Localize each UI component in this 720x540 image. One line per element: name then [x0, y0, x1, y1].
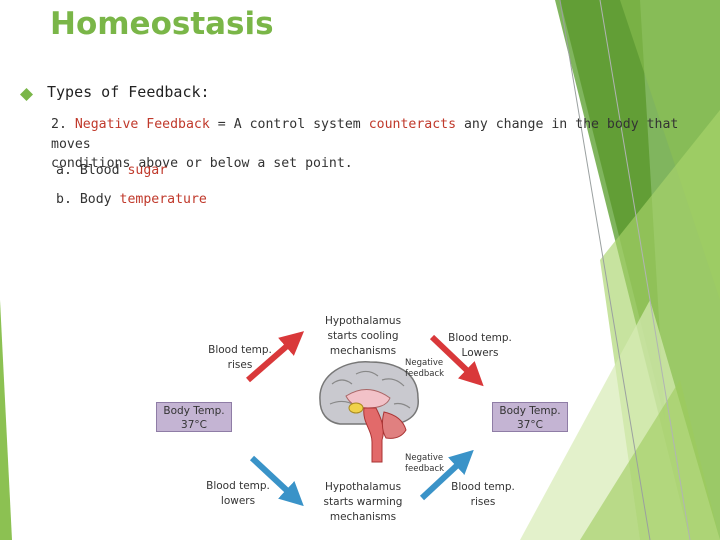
subitem-prefix: b. Body [56, 192, 112, 207]
para-term: Negative Feedback [74, 117, 210, 132]
box-body-temp-right: Body Temp. 37°C [492, 402, 568, 432]
diagram-graphics [246, 331, 484, 507]
label-blood-temp-lowers-top: Blood temp. Lowers [448, 332, 512, 359]
red-arrow-up [246, 331, 305, 383]
slide-title: Homeostasis [50, 6, 274, 42]
feedback-diagram: Hypothalamus starts cooling mechanisms B… [150, 312, 580, 527]
brain-icon [319, 361, 419, 463]
diamond-bullet-icon [20, 88, 33, 101]
label-blood-temp-rises-top: Blood temp. rises [208, 344, 272, 371]
para-highlight: counteracts [368, 117, 457, 132]
red-arrow-down [429, 334, 484, 387]
label-negative-feedback-top: Negative feedback [405, 358, 445, 379]
negative-feedback-definition: 2. Negative Feedback = A control system … [51, 115, 701, 174]
para-equals: = [217, 117, 226, 132]
subitem-blood-sugar: a. Blood sugar [56, 163, 167, 178]
label-blood-temp-rises-bottom: Blood temp. rises [451, 481, 515, 508]
label-blood-temp-lowers-bottom: Blood temp. lowers [206, 480, 270, 507]
para-line2: conditions above or below a set point. [51, 156, 353, 171]
para-number: 2. [51, 117, 67, 132]
label-hypothalamus-cooling: Hypothalamus starts cooling mechanisms [324, 315, 402, 357]
box-body-temp-left: Body Temp. 37°C [156, 402, 232, 432]
para-before: A control system [233, 117, 361, 132]
para-after: any change in the body that moves [51, 117, 679, 152]
subitem-prefix: a. Blood [56, 163, 120, 178]
subitem-highlight: sugar [127, 163, 168, 178]
label-negative-feedback-bottom: Negative feedback [405, 453, 445, 474]
blue-arrow-up [419, 449, 474, 501]
label-hypothalamus-warming: Hypothalamus starts warming mechanisms [323, 481, 403, 523]
bullet-heading: Types of Feedback: [47, 83, 210, 101]
subitem-body-temperature: b. Body temperature [56, 192, 207, 207]
blue-arrow-down [249, 455, 304, 507]
subitem-highlight: temperature [119, 192, 207, 207]
